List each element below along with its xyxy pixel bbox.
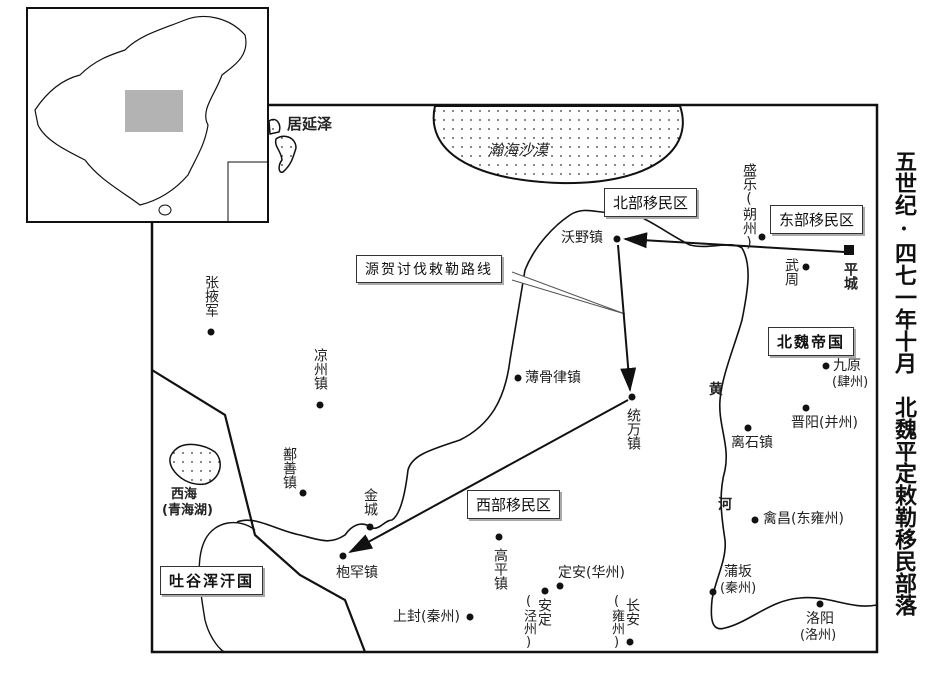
marker-jinyang [802, 404, 810, 412]
region-east-settlement: 东部移民区 [770, 205, 864, 234]
marker-shangfeng [466, 613, 474, 621]
marker-luoyang [816, 600, 824, 608]
marker-gaoping [495, 533, 503, 541]
tuyuhun-border [151, 369, 367, 653]
label-luozhou: (洛州) [800, 628, 837, 643]
marker-zhangye [207, 328, 215, 336]
label-shangfeng: 上封(秦州) [393, 609, 460, 625]
inset-locator-map [26, 7, 269, 223]
route-pingcheng-woye [623, 232, 846, 253]
label-jiuyuan: 九原 [833, 358, 861, 374]
marker-qinchang [751, 516, 759, 524]
label-jinyang: 晋阳(并州) [791, 415, 858, 431]
label-dingan: 定安(华州) [558, 565, 625, 581]
label-zhangye: 张掖军 [203, 275, 219, 317]
label-sizhou: (肆州) [832, 375, 869, 390]
marker-wuzhou [802, 263, 810, 271]
label-jincheng: 金城 [362, 488, 378, 516]
label-juyan-lake: 居延泽 [287, 115, 333, 133]
region-north-settlement: 北部移民区 [604, 188, 698, 217]
marker-jiuyuan [822, 362, 830, 370]
marker-anding [541, 587, 549, 595]
label-jingzhou: (泾州) [521, 594, 536, 650]
label-woye: 沃野镇 [561, 230, 603, 246]
region-tuyuhun: 吐谷浑汗国 [160, 566, 264, 595]
label-hanhai-desert: 瀚海沙漠 [488, 141, 549, 159]
yellow-river [236, 209, 878, 630]
marker-shengle [758, 233, 766, 241]
marker-tongwan [628, 393, 636, 401]
region-west-settlement: 西部移民区 [467, 490, 561, 519]
label-puban-sub: (秦州) [720, 581, 757, 596]
label-shengle: 盛乐(朔州) [741, 163, 757, 251]
inset-highlight [125, 90, 183, 132]
label-fuhan: 枹罕镇 [336, 565, 378, 581]
marker-jincheng [366, 523, 374, 531]
city-markers [207, 233, 854, 646]
label-yellow-river-2: 河 [718, 497, 732, 513]
label-lishi: 离石镇 [731, 435, 773, 451]
label-luoyang: 洛阳 [806, 611, 834, 627]
label-shanshan: 鄯善镇 [281, 447, 297, 489]
marker-puban [709, 588, 717, 596]
marker-woye [613, 235, 621, 243]
marker-lishi [744, 424, 752, 432]
marker-dingan [556, 582, 564, 590]
label-qinghai-lake: (青海湖) [162, 503, 213, 518]
route-tongwan-fuhan [348, 399, 629, 553]
hanhai-desert-shape [432, 105, 684, 185]
marker-bogulv [514, 374, 522, 382]
label-qinchang: 禽昌(东雍州) [763, 511, 844, 527]
label-bogulv: 薄骨律镇 [525, 370, 581, 386]
juyan-lake-shape [268, 118, 297, 174]
map-title: 五世纪·四七一年十月 北魏平定敕勒移民部落 [891, 150, 917, 616]
inset-south-sea-box [227, 161, 269, 223]
marker-changan [626, 638, 634, 646]
label-anding: 安定 [536, 598, 552, 626]
label-wuzhou: 武周 [783, 258, 799, 286]
label-tongwan: 统万镇 [625, 408, 641, 450]
route-woye-tongwan [617, 244, 637, 392]
label-yellow-river-1: 黄 [709, 382, 723, 398]
inset-china-outline [34, 15, 247, 206]
label-changan: 长安 [624, 598, 640, 626]
marker-pingcheng [844, 245, 854, 255]
callout-pointer [511, 271, 626, 315]
region-northern-wei: 北魏帝国 [768, 327, 855, 356]
label-yongzhou: (雍州) [609, 594, 624, 650]
inset-hainan [158, 204, 172, 216]
label-pingcheng: 平城 [842, 262, 858, 290]
route-callout: 源贺讨伐敕勒路线 [356, 255, 502, 283]
label-xihai: 西海 [171, 487, 198, 502]
label-puban: 蒲坂 [724, 564, 752, 580]
label-gaoping: 高平镇 [492, 548, 508, 590]
marker-fuhan [339, 552, 347, 560]
marker-liangzhou [316, 401, 324, 409]
label-liangzhou: 凉州镇 [312, 348, 328, 390]
qinghai-lake-shape [169, 443, 221, 486]
marker-shanshan [299, 489, 307, 497]
